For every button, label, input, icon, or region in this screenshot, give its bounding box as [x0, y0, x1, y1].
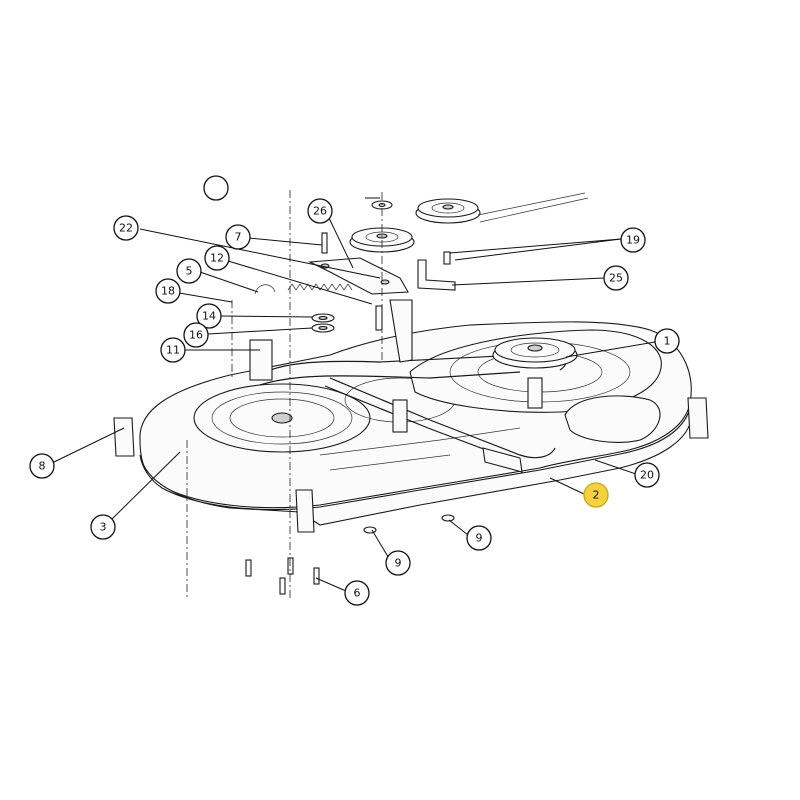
callout-label: 9	[395, 557, 402, 570]
belt-guide	[477, 192, 589, 223]
callout-label: 12	[210, 252, 224, 265]
callout-label: 20	[640, 469, 654, 482]
callout-19: 19	[620, 227, 646, 253]
callout-22: 22	[113, 215, 139, 241]
callout-label: 22	[119, 222, 133, 235]
callout-5: 5	[176, 258, 202, 284]
callout-7: 7	[225, 224, 251, 250]
callout-label: 19	[626, 234, 640, 247]
callout-label: 6	[354, 587, 361, 600]
mower-deck	[139, 321, 693, 526]
callout-label: 1	[664, 335, 671, 348]
callout-label: 11	[166, 344, 180, 357]
callout-12: 12	[204, 245, 230, 271]
callout-20: 20	[634, 462, 660, 488]
callout-9-left: 9	[385, 550, 411, 576]
idler-pulley-upper	[415, 198, 481, 224]
callout-label: 26	[313, 205, 327, 218]
callout-18: 18	[155, 278, 181, 304]
callout-label: 14	[202, 310, 216, 323]
callout-8: 8	[29, 453, 55, 479]
callout-label: 9	[476, 532, 483, 545]
bolts-and-pins	[245, 232, 455, 595]
assembly-centerlines	[186, 190, 383, 600]
main-spindle-pulley	[492, 337, 578, 369]
callout-label: 2	[593, 489, 600, 502]
callout-11: 11	[160, 337, 186, 363]
callout-9-right: 9	[466, 525, 492, 551]
callout-1: 1	[654, 328, 680, 354]
callout-label: 16	[189, 329, 203, 342]
callout-3: 3	[90, 514, 116, 540]
callout-label: 5	[186, 265, 193, 278]
callout-label: 7	[235, 231, 242, 244]
callout-label: 3	[100, 521, 107, 534]
callout-label: 25	[609, 272, 623, 285]
callout-16: 16	[183, 322, 209, 348]
callout-label: 18	[161, 285, 175, 298]
callout-6: 6	[344, 580, 370, 606]
callout-25: 25	[603, 265, 629, 291]
callout-14: 14	[196, 303, 222, 329]
callout-top	[203, 175, 229, 201]
callout-label: 8	[39, 460, 46, 473]
leader-lines	[53, 197, 656, 592]
idler-bracket-25	[417, 259, 456, 291]
callout-26: 26	[307, 198, 333, 224]
callout-2: 2	[583, 482, 609, 508]
idler-arm-bracket	[307, 257, 409, 295]
